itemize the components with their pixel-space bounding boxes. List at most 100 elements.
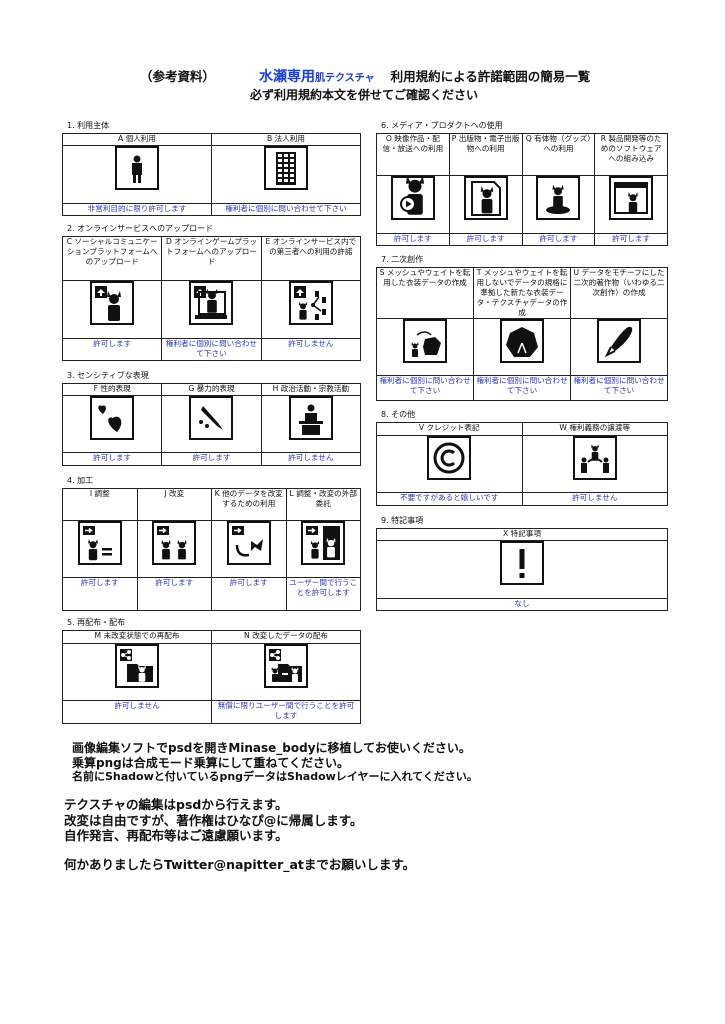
outsource-icon [301, 521, 346, 565]
icon-cell [161, 280, 262, 339]
terms-line: 改変は自由ですが、著作権はひなぴ@に帰属します。 [64, 812, 363, 828]
icon-cell [211, 145, 361, 204]
icon-cell [211, 643, 361, 701]
knife-icon [189, 396, 234, 440]
permission-category: S メッシュやウェイトを転用した衣装データの作成 [376, 267, 474, 319]
permission-category: J 改変 [136, 488, 212, 521]
icon-cell [62, 520, 138, 578]
permission-category: N 改変したデータの配布 [211, 630, 361, 644]
instructions-block: 画像編集ソフトでpsdを開きMinase_bodyに移植してお使いください。 乗… [72, 741, 478, 785]
permission-result: 許可します [136, 577, 212, 611]
terms-line: テクスチャの編集はpsdから行えます。 [64, 797, 288, 812]
icon-cell [448, 175, 523, 234]
permission-result: 無償に限りユーザー間で行うことを許可します [211, 700, 361, 724]
permission-category: V クレジット表記 [376, 422, 523, 436]
clothes-convert-icon [403, 319, 447, 363]
permission-result: 権利者に個別に問い合わせて下さい [211, 203, 361, 216]
upload-avatar-icon [90, 281, 135, 325]
parts-icon [226, 521, 271, 565]
exclamation-icon [500, 541, 544, 585]
modify-icon [152, 521, 197, 565]
icon-cell [260, 395, 362, 453]
permission-result: 許可しません [521, 492, 668, 506]
section-label: 7. 二次創作 [381, 255, 424, 264]
permission-result: 許可します [62, 577, 138, 611]
permission-category: H 政治活動・宗教活動 [260, 383, 362, 396]
permission-result: 許可しません [260, 452, 362, 466]
permission-category: P 出版物・電子出版物への利用 [448, 133, 523, 176]
section-label: 1. 利用主体 [67, 121, 110, 130]
hearts-icon [90, 396, 135, 440]
section-label: 3. センシティブな表現 [67, 371, 149, 380]
adjust-icon [77, 521, 122, 565]
upload-share-icon [288, 281, 333, 325]
icon-cell [62, 643, 212, 701]
permission-result: 非営利目的に限り許可します [62, 203, 212, 216]
permission-category: O 映像作品・配信・放送への利用 [376, 133, 450, 176]
permission-result: 許可します [521, 233, 596, 246]
copyright-icon [427, 436, 472, 480]
icon-cell [570, 318, 668, 376]
permission-result: 権利者に個別に問い合わせて下さい [570, 375, 668, 401]
subtitle: 必ず利用規約本文を併せてご確認ください [250, 88, 479, 102]
permission-category: U データをモチーフにした二次的著作物（いわゆる二次創作）の作成 [570, 267, 668, 319]
permission-result: 許可します [448, 233, 523, 246]
title-text: 利用規約による許諾範囲の簡易一覧 [390, 69, 591, 84]
icon-cell [521, 175, 596, 234]
permission-category: F 性的表現 [61, 383, 163, 396]
upload-monitor-icon [189, 281, 234, 325]
permission-category: T メッシュやウェイトを転用しないでデータの規格に準拠した新たな衣装データ・テク… [473, 267, 571, 319]
license-table: X 特記事項なし [376, 528, 668, 611]
document-title: （参考資料）水瀬専用肌テクスチャ利用規約による許諾範囲の簡易一覧 [140, 66, 590, 86]
permission-result: 許可しません [62, 700, 212, 724]
permission-category: W 権利義務の譲渡等 [521, 422, 668, 436]
permission-category: K 他のデータを改変するための利用 [211, 488, 287, 521]
transfer-icon [572, 436, 617, 480]
permission-category: A 個人利用 [62, 133, 212, 146]
icon-cell [376, 435, 523, 493]
icon-cell [136, 520, 212, 578]
terms-line: 自作発言、再配布等はご遠慮願います。 [64, 828, 288, 843]
section-label: 6. メディア・プロダクトへの使用 [381, 121, 503, 130]
section-label: 9. 特記事項 [381, 516, 424, 525]
pen-icon [597, 319, 641, 363]
terms-block: テクスチャの編集はpsdから行えます。 改変は自由ですが、著作権はひなぴ@に帰属… [64, 797, 363, 844]
video-icon [390, 176, 435, 220]
permission-result: なし [376, 598, 668, 611]
building-icon [264, 146, 308, 190]
permission-category: E オンラインサービス内での第三者への利用の許諾 [260, 236, 362, 281]
permission-result: 権利者に個別に問い合わせて下さい [376, 375, 474, 401]
icon-cell [61, 395, 163, 453]
permission-category: M 未改変状態での再配布 [62, 630, 212, 644]
software-icon [609, 176, 654, 220]
permission-result: 不要ですがあると嬉しいです [376, 492, 523, 506]
permission-category: G 暴力的表現 [161, 383, 262, 396]
share-modified-icon [264, 644, 308, 688]
permission-result: 権利者に個別に問い合わせて下さい [161, 338, 262, 361]
icon-cell [521, 435, 668, 493]
section-label: 4. 加工 [67, 476, 94, 485]
publication-icon [463, 176, 508, 220]
permission-category: C ソーシャルコミュニケーションプラットフォームへのアップロード [61, 236, 163, 281]
brand-name: 水瀬専用肌テクスチャ [259, 69, 391, 85]
permission-category: D オンラインゲームプラットフォームへのアップロード [161, 236, 262, 281]
section-label: 5. 再配布・配布 [67, 618, 126, 627]
permission-category: R 製品開発等のためのソフトウェアへの組み込み [594, 133, 668, 176]
icon-cell [62, 145, 212, 204]
podium-icon [288, 396, 333, 440]
icon-cell [473, 318, 571, 376]
icon-cell [285, 520, 361, 578]
brand-sub: 肌テクスチャ [315, 73, 375, 84]
permission-result: ユーザー間で行うことを許可します [285, 577, 361, 611]
instruction-line: 乗算pngは合成モード乗算にして重ねてください。 [72, 755, 350, 770]
brand-text: 水瀬専用 [259, 69, 316, 85]
icon-cell [61, 280, 163, 339]
icon-cell [594, 175, 668, 234]
figure-icon [536, 176, 581, 220]
